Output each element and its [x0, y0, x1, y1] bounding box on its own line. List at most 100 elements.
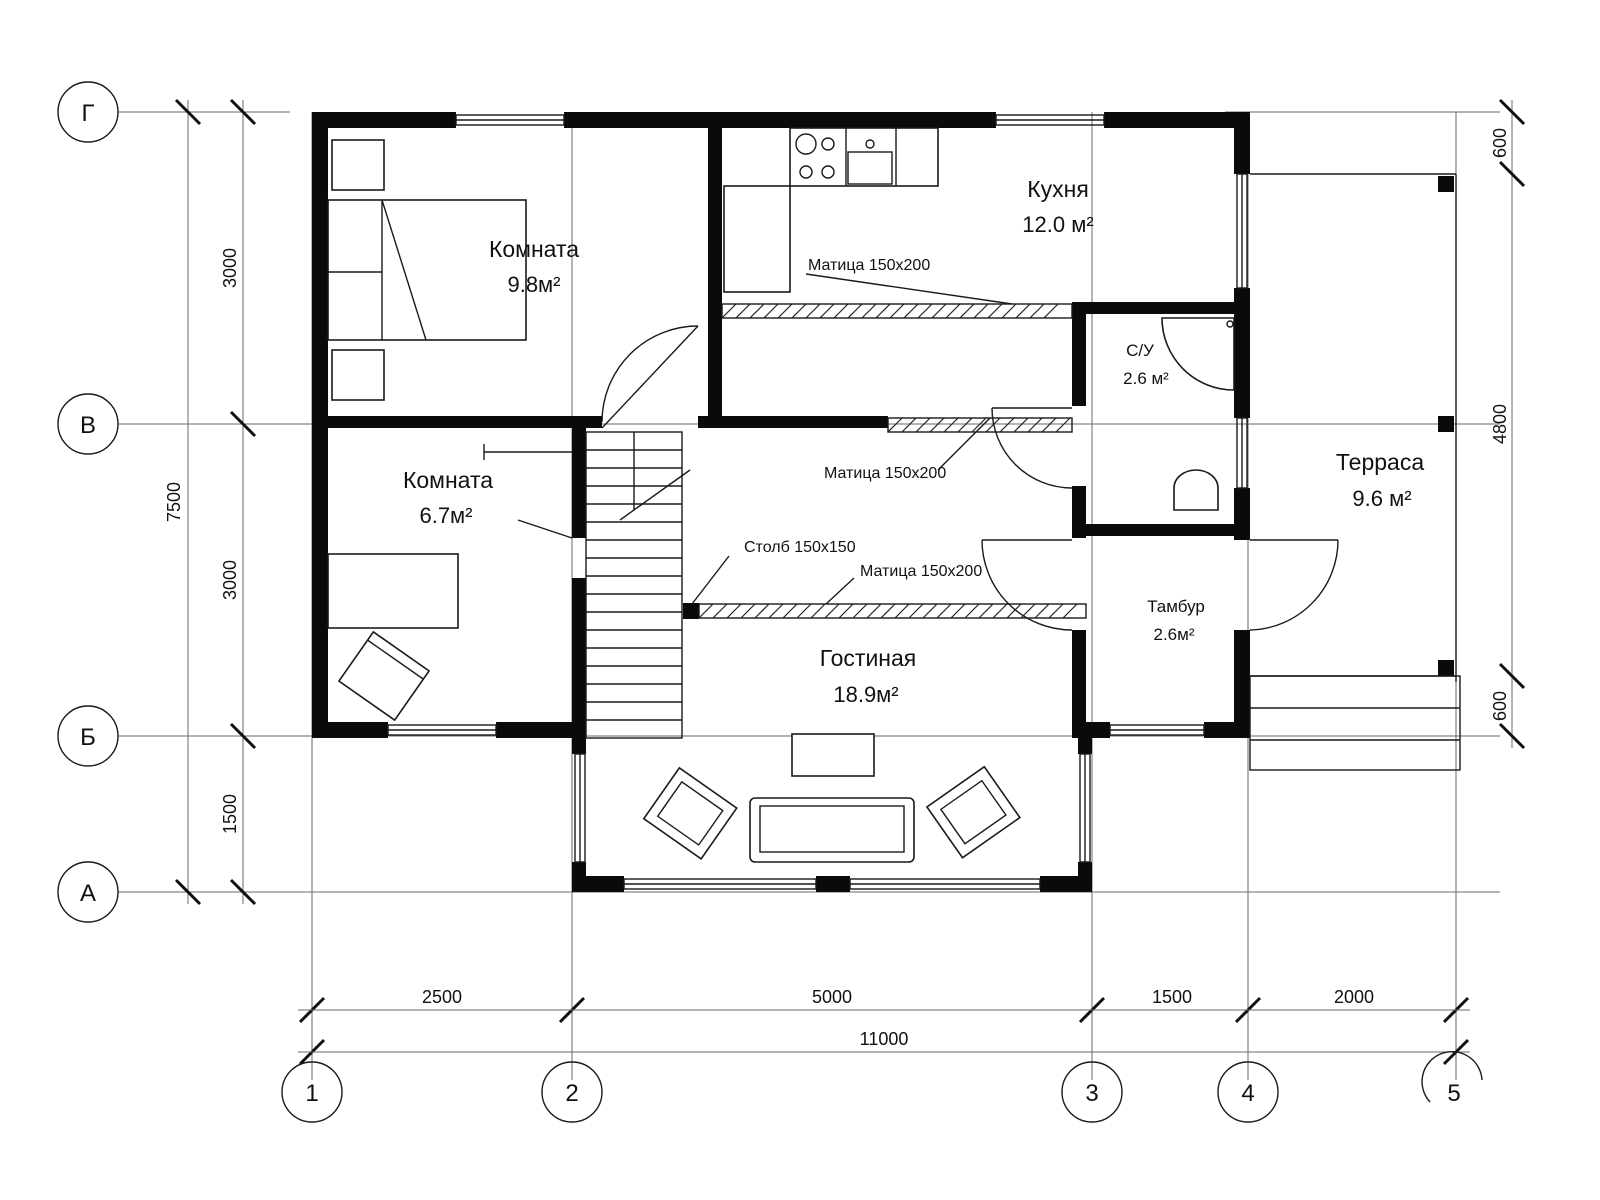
beam-hatch — [1001, 303, 1017, 319]
beam-hatch — [782, 603, 798, 619]
beam-hatch — [735, 303, 751, 319]
beam-hatch — [936, 603, 952, 619]
bed — [327, 199, 527, 341]
beam-hatch — [754, 603, 770, 619]
beam-hatch — [992, 603, 1008, 619]
kitchen-counter — [789, 127, 939, 187]
shower-tray — [1161, 317, 1235, 391]
room-area: 9.8м² — [507, 272, 560, 297]
armchair-left — [642, 766, 738, 860]
axis-bubble-row — [57, 81, 119, 143]
armchair-right — [925, 765, 1021, 859]
axis-label-row: В — [80, 412, 96, 439]
axis-label-column: 5 — [1447, 1080, 1460, 1107]
beam-labels: Матица 150х200 Матица 150х200 Столб 150х… — [744, 257, 982, 580]
dimension-left: 3000 — [220, 560, 240, 600]
coffee-table — [791, 733, 875, 777]
beam-hatch — [833, 303, 849, 319]
beam-hatch — [819, 303, 835, 319]
axis-bubble-column — [1421, 1050, 1483, 1103]
dimension-left: 3000 — [220, 248, 240, 288]
axis-label-column: 2 — [565, 1080, 578, 1107]
axis-bubble-row — [57, 861, 119, 923]
windows — [387, 114, 1248, 890]
beam-hatch — [847, 303, 863, 319]
beam-hatch — [987, 303, 1003, 319]
desk — [327, 553, 459, 629]
beam-hatch — [1020, 603, 1036, 619]
axis-bubbles: Г В Б А 1 2 3 4 5 — [57, 81, 1483, 1123]
axis-label-column: 4 — [1241, 1080, 1254, 1107]
furniture — [327, 127, 1235, 863]
axis-bubble-column — [541, 1061, 603, 1123]
beam-hatch — [922, 603, 938, 619]
beam-hatch — [999, 417, 1015, 433]
beam-hatch — [1015, 303, 1031, 319]
beam-hatch — [959, 303, 975, 319]
beam-hatch — [791, 303, 807, 319]
room-area: 12.0 м² — [1022, 212, 1093, 237]
beam-hatch — [889, 303, 905, 319]
beam-hatch — [866, 603, 882, 619]
axis-bubble-row — [57, 705, 119, 767]
dimension-right: 600 — [1490, 691, 1510, 721]
beam-hatch — [1034, 603, 1050, 619]
dimension-left-total: 7500 — [164, 482, 184, 522]
terrace-steps — [1249, 675, 1461, 771]
beam-hatch — [1043, 303, 1059, 319]
axis-bubble-column — [281, 1061, 343, 1123]
sofa — [749, 797, 915, 863]
beam-hatch — [917, 303, 933, 319]
dimension-bottom: 2500 — [422, 987, 462, 1007]
beam-hatch — [861, 303, 877, 319]
beam-hatch — [838, 603, 854, 619]
beam-hatch — [880, 603, 896, 619]
beam-hatch — [1027, 417, 1043, 433]
beam-label: Матица 150х200 — [824, 465, 946, 482]
beams — [691, 273, 1087, 619]
dimension-right: 600 — [1490, 128, 1510, 158]
dimension-left: 1500 — [220, 794, 240, 834]
beam-label: Матица 150х200 — [808, 257, 930, 274]
beam-hatch — [985, 417, 1001, 433]
staircase — [585, 431, 691, 739]
axis-bubble-row — [57, 393, 119, 455]
beam-hatch — [957, 417, 973, 433]
beam-hatch — [973, 303, 989, 319]
beam-hatch — [903, 303, 919, 319]
room-area: 6.7м² — [419, 503, 472, 528]
beam-label: Матица 150х200 — [860, 563, 982, 580]
beam-hatch — [740, 603, 756, 619]
room-name: Тамбур — [1147, 597, 1205, 616]
beam-hatch — [763, 303, 779, 319]
walls — [312, 112, 1454, 892]
beam-hatch — [929, 417, 945, 433]
dimension-bottom: 1500 — [1152, 987, 1192, 1007]
room-name: Гостиная — [820, 645, 917, 671]
beam-hatch — [1029, 303, 1045, 319]
beam-hatch — [698, 603, 714, 619]
beam-hatch — [777, 303, 793, 319]
room-area: 2.6 м² — [1123, 369, 1169, 388]
room-name: Комната — [403, 467, 493, 493]
post-label: Столб 150х150 — [744, 539, 856, 556]
beam-hatch — [964, 603, 980, 619]
nightstand-1 — [331, 139, 385, 191]
beam-hatch — [950, 603, 966, 619]
dimension-bottom-total: 11000 — [860, 1029, 909, 1049]
beam-hatch — [908, 603, 924, 619]
dimension-labels: 2500 5000 1500 2000 11000 3000 3000 1500… — [164, 128, 1510, 1049]
beam-hatch — [945, 303, 961, 319]
beam-hatch — [726, 603, 742, 619]
axis-label-row: Г — [82, 100, 95, 127]
kitchen-cabinet — [723, 185, 791, 293]
room-name: Комната — [489, 236, 579, 262]
beam-hatch — [805, 303, 821, 319]
beam-hatch — [1062, 603, 1078, 619]
beam-hatch — [1055, 417, 1071, 433]
axis-label-column: 3 — [1085, 1080, 1098, 1107]
room-name: С/У — [1126, 341, 1154, 360]
beam-hatch — [915, 417, 931, 433]
terrace — [1249, 173, 1461, 771]
